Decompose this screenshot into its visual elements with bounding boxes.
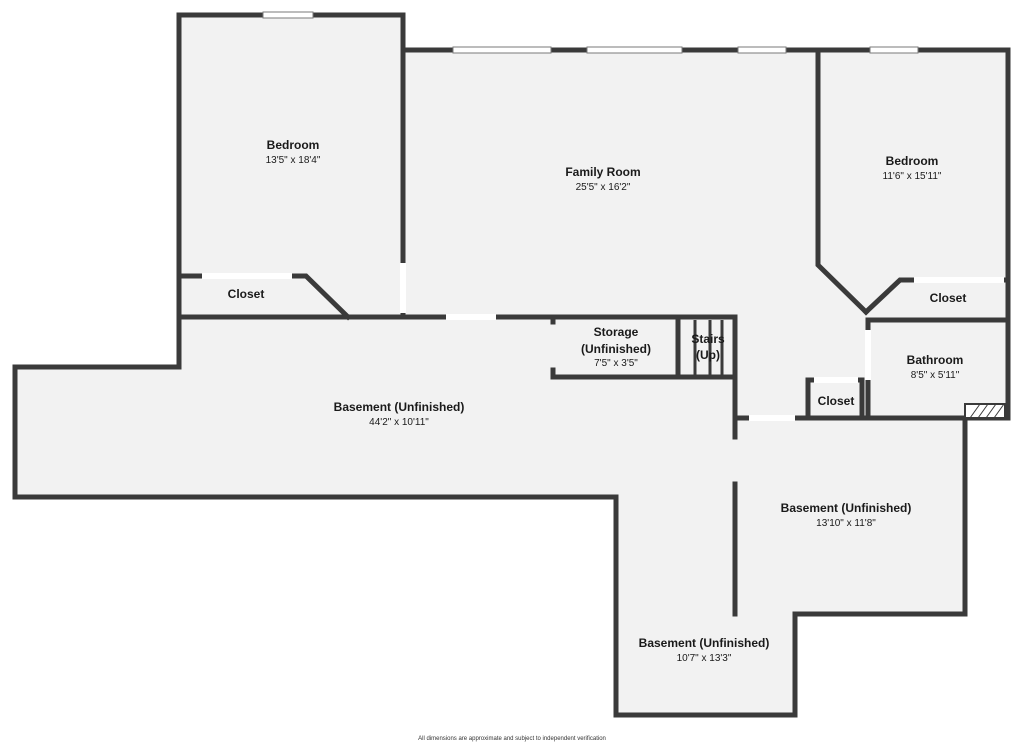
bathroom-name: Bathroom <box>907 353 964 367</box>
storage-dims: 7'5" x 3'5" <box>594 358 638 369</box>
windows <box>262 11 919 54</box>
bathroom-dims: 8'5" x 5'11" <box>911 370 960 381</box>
hatch-patch <box>964 403 1006 419</box>
bedroom-right-dims: 11'6" x 15'11" <box>883 171 942 182</box>
family-room-dims: 25'5" x 16'2" <box>576 182 631 193</box>
family-room-name: Family Room <box>565 165 640 179</box>
storage-name-line2: (Unfinished) <box>581 342 651 356</box>
closet-left-name: Closet <box>228 287 265 301</box>
bedroom-right-name: Bedroom <box>886 154 939 168</box>
door-openings <box>202 263 1004 421</box>
stairs-name-line1: Stairs <box>691 332 725 346</box>
basement-bottom-name: Basement (Unfinished) <box>639 636 770 650</box>
basement-right-dims: 13'10" x 11'8" <box>816 518 876 529</box>
disclaimer-text: All dimensions are approximate and subje… <box>418 736 606 742</box>
stairs-treads <box>693 320 724 375</box>
basement-right-name: Basement (Unfinished) <box>781 501 912 515</box>
basement-bottom-dims: 10'7" x 13'3" <box>677 653 732 664</box>
closet-right-name: Closet <box>930 291 967 305</box>
bedroom-left-name: Bedroom <box>267 138 320 152</box>
storage-name-line1: Storage <box>594 325 639 339</box>
closet-small-name: Closet <box>818 394 855 408</box>
bedroom-left-dims: 13'5" x 18'4" <box>266 155 321 166</box>
stairs-name-line2: (Up) <box>696 348 720 362</box>
basement-main-dims: 44'2" x 10'11" <box>369 417 429 428</box>
basement-main-name: Basement (Unfinished) <box>334 400 465 414</box>
room-fills <box>15 15 1008 715</box>
